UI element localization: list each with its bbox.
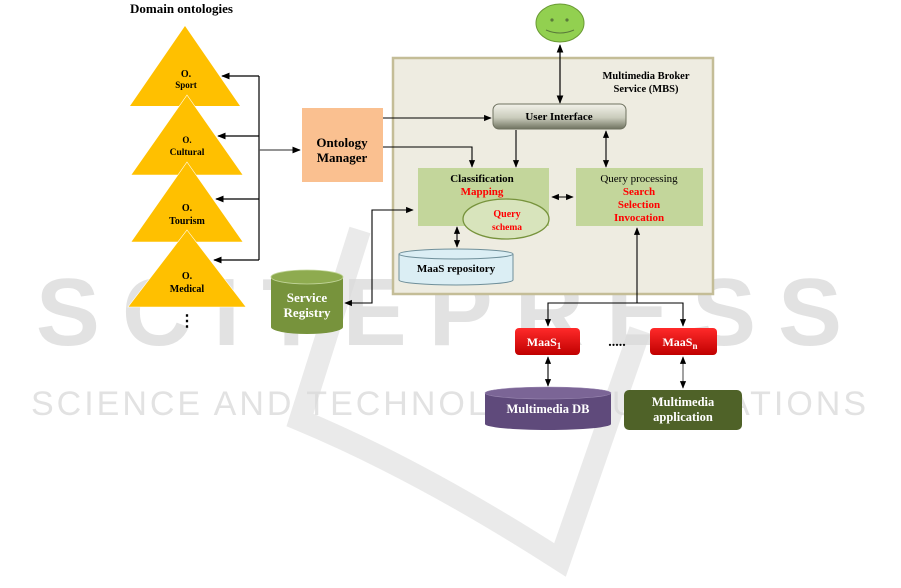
- svg-text:Registry: Registry: [284, 305, 331, 320]
- ontology-medical[interactable]: O. Medical: [127, 229, 247, 308]
- svg-text:Classification: Classification: [450, 173, 514, 185]
- services-ellipsis: .....: [608, 335, 626, 350]
- svg-text:application: application: [653, 410, 713, 424]
- svg-text:MaaSn: MaaSn: [662, 335, 697, 351]
- svg-text:Mapping: Mapping: [461, 186, 504, 198]
- mbs-title-line1: Multimedia Broker: [602, 71, 689, 82]
- svg-text:O.: O.: [182, 135, 191, 145]
- user-interface-box[interactable]: User Interface: [492, 103, 627, 130]
- ontology-bus-connector: [213, 72, 301, 264]
- svg-text:Sport: Sport: [175, 80, 197, 90]
- svg-text:Ontology: Ontology: [316, 135, 368, 150]
- svg-text:Service: Service: [287, 290, 328, 305]
- multimedia-db-cylinder[interactable]: Multimedia DB: [484, 386, 612, 430]
- svg-text:MaaS1: MaaS1: [527, 335, 562, 351]
- svg-text:schema: schema: [492, 223, 522, 233]
- svg-text:O.: O.: [182, 203, 193, 214]
- classification-to-registry-connector: [344, 206, 414, 307]
- maas-1-service[interactable]: MaaS1: [515, 328, 580, 355]
- svg-text:O.: O.: [181, 69, 192, 80]
- maas-n-service[interactable]: MaaSn: [650, 328, 717, 355]
- svg-text:Query processing: Query processing: [600, 173, 678, 185]
- om-to-classification-connector: [383, 146, 476, 168]
- svg-text:Manager: Manager: [317, 150, 368, 165]
- service-registry-cylinder[interactable]: Service Registry: [270, 269, 344, 334]
- svg-text:Query: Query: [493, 209, 520, 220]
- ontology-manager-box[interactable]: Ontology Manager: [302, 108, 383, 182]
- svg-text:Invocation: Invocation: [614, 212, 664, 224]
- maas-repository-cylinder[interactable]: MaaS repository: [398, 248, 514, 286]
- ontology-sport[interactable]: O. Sport: [130, 26, 240, 106]
- svg-text:MaaS repository: MaaS repository: [417, 263, 496, 275]
- mbs-title-line2: Service (MBS): [613, 84, 679, 95]
- domain-ontologies-title: Domain ontologies: [130, 1, 233, 16]
- svg-text:Multimedia DB: Multimedia DB: [507, 402, 590, 416]
- multimedia-application-box[interactable]: Multimedia application: [624, 390, 742, 430]
- svg-text:Cultural: Cultural: [170, 148, 205, 158]
- svg-text:Search: Search: [623, 186, 655, 198]
- smiley-user-icon[interactable]: [535, 3, 585, 43]
- svg-text:Multimedia: Multimedia: [652, 395, 715, 409]
- query-schema-ellipse[interactable]: Query schema: [462, 198, 550, 240]
- svg-text:O.: O.: [182, 271, 193, 282]
- svg-text:Medical: Medical: [170, 284, 205, 295]
- services-bus-right: [637, 302, 687, 327]
- svg-text:User Interface: User Interface: [525, 111, 592, 123]
- more-ontologies-ellipsis: ⋮: [179, 313, 195, 330]
- query-processing-module[interactable]: Query processing Search Selection Invoca…: [576, 168, 703, 226]
- svg-text:Selection: Selection: [618, 199, 660, 211]
- svg-text:Tourism: Tourism: [169, 216, 205, 227]
- services-bus-left: [544, 302, 637, 327]
